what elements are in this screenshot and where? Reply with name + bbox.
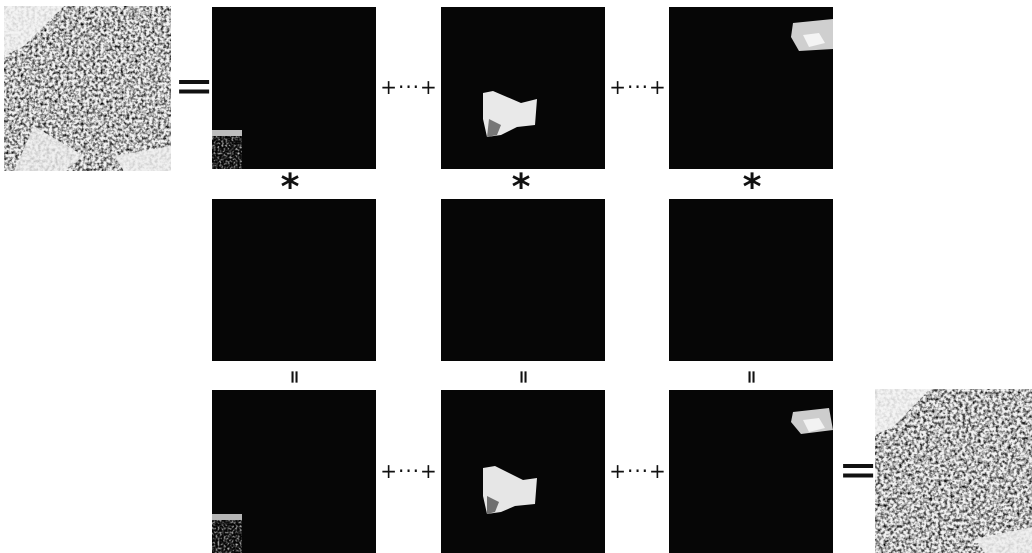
output-image	[875, 389, 1032, 553]
source-image	[4, 6, 171, 171]
mask-panel-3	[669, 7, 833, 169]
plus-chain-row3-a: +···+	[378, 461, 440, 481]
mask-panel-1	[212, 7, 376, 169]
kernel-panel-1	[212, 199, 376, 361]
source-image-texture	[4, 6, 171, 171]
result-panel-1	[212, 390, 376, 553]
result-panel-2	[441, 390, 605, 553]
plus-chain-row1-a: +···+	[378, 77, 440, 97]
kernel-panel-3	[669, 199, 833, 361]
kernel-panel-2	[441, 199, 605, 361]
equals-sign-left: =	[174, 62, 210, 110]
output-image-texture	[875, 389, 1032, 553]
vertical-equals-2: =	[514, 367, 532, 387]
vertical-equals-1: =	[285, 367, 303, 387]
plus-chain-row1-b: +···+	[607, 77, 669, 97]
vertical-equals-3: =	[742, 367, 760, 387]
result-panel-3	[669, 390, 833, 553]
plus-chain-row3-b: +···+	[607, 461, 669, 481]
equals-sign-right: =	[838, 446, 874, 494]
mask-panel-2	[441, 7, 605, 169]
